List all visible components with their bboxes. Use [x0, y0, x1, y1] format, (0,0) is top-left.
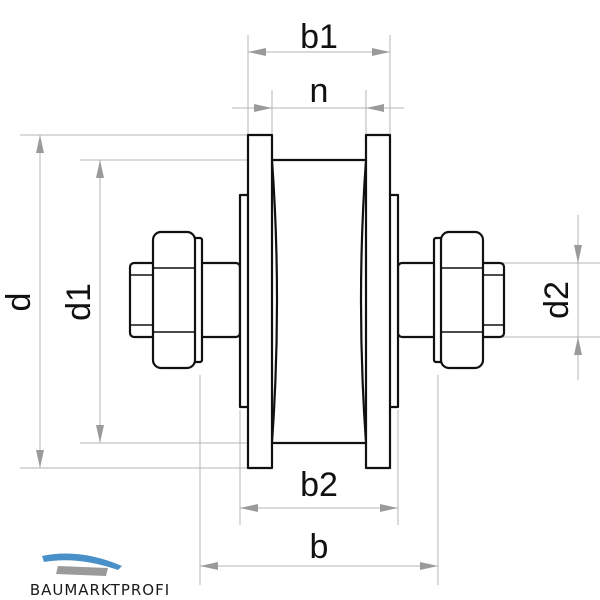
logo-swoosh-icon — [42, 553, 122, 570]
label-d: d — [0, 293, 38, 312]
dimension-arrows — [36, 48, 582, 570]
label-n: n — [310, 72, 329, 110]
logo-bar-icon — [56, 566, 108, 576]
left-nut — [151, 230, 197, 370]
left-nut-assembly — [130, 230, 204, 370]
label-d1: d1 — [60, 283, 98, 321]
right-flange — [364, 133, 392, 470]
left-flange — [246, 133, 274, 470]
label-b: b — [310, 528, 329, 566]
label-b2: b2 — [300, 466, 338, 504]
label-b1: b1 — [300, 18, 338, 56]
label-d2: d2 — [538, 281, 576, 319]
right-nut — [439, 230, 485, 370]
logo-text: BAUMARKTPROFI — [30, 581, 170, 599]
right-nut-assembly — [432, 230, 504, 370]
baumarktprofi-logo: BAUMARKTPROFI — [30, 553, 170, 599]
wheel-tread — [270, 158, 368, 445]
